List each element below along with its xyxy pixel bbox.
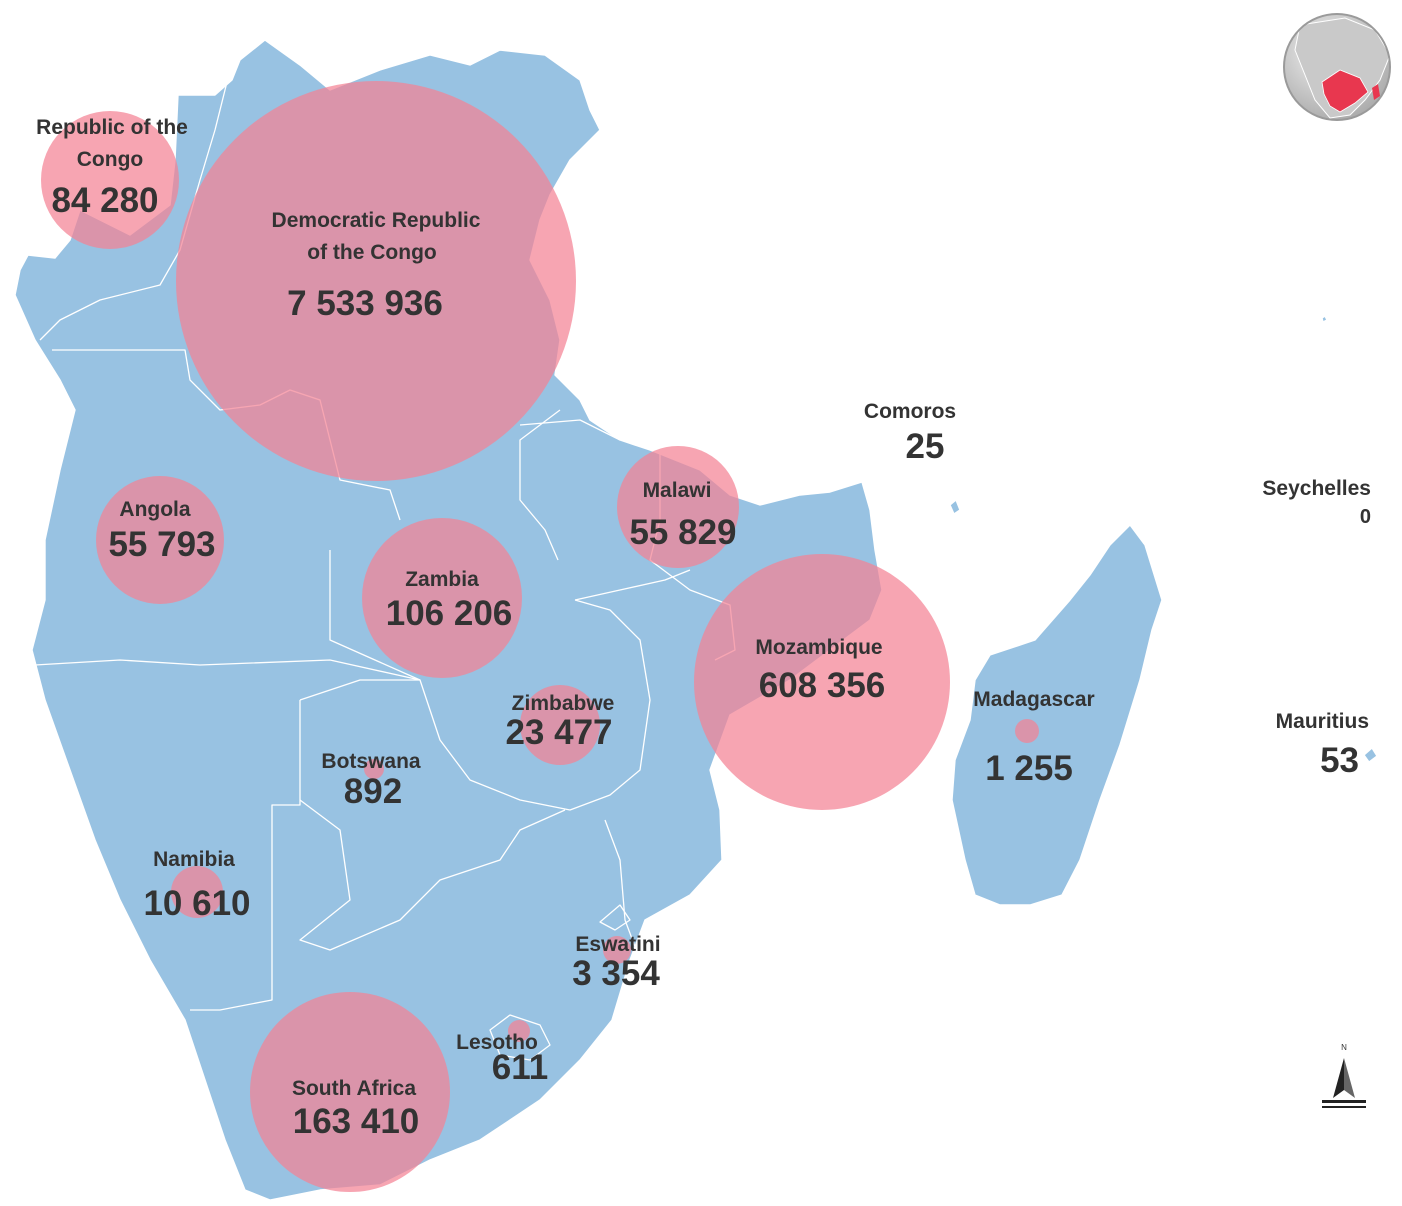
- label-congo-name-2: Congo: [77, 148, 143, 171]
- label-malawi-name: Malawi: [643, 479, 712, 502]
- label-botswana-value: 892: [344, 772, 402, 811]
- label-comoros-value: 25: [906, 427, 945, 466]
- label-eswatini-name: Eswatini: [575, 933, 660, 956]
- label-congo-name-1: Republic of the: [36, 116, 188, 139]
- madagascar-island: [951, 524, 1163, 906]
- label-comoros-name: Comoros: [864, 400, 956, 423]
- label-mozambique-name: Mozambique: [755, 636, 882, 659]
- globe-locator-icon: [1283, 13, 1391, 121]
- bubble-madagascar[interactable]: [1015, 719, 1039, 743]
- label-drc-value: 7 533 936: [287, 284, 443, 323]
- label-mauritius-name: Mauritius: [1276, 710, 1369, 733]
- bubble-zimbabwe[interactable]: [520, 685, 600, 765]
- label-angola-value: 55 793: [108, 525, 215, 564]
- comoros-island: [949, 499, 961, 515]
- bubble-eswatini[interactable]: [603, 936, 631, 964]
- label-south-africa-name: South Africa: [292, 1077, 416, 1100]
- label-lesotho-name: Lesotho: [456, 1031, 538, 1054]
- country-borders: [34, 69, 736, 1061]
- label-angola-name: Angola: [119, 498, 190, 521]
- bubble-angola[interactable]: [96, 476, 224, 604]
- label-seychelles-name: Seychelles: [1262, 477, 1371, 500]
- label-namibia-name: Namibia: [153, 848, 235, 871]
- bubble-drc[interactable]: [176, 81, 576, 481]
- bubble-zambia[interactable]: [362, 518, 522, 678]
- bubble-namibia[interactable]: [171, 866, 223, 918]
- label-mozambique-value: 608 356: [759, 666, 886, 705]
- label-zimbabwe-value: 23 477: [505, 713, 612, 752]
- bubble-layer: [41, 81, 1039, 1192]
- north-arrow-icon: N: [1322, 1043, 1366, 1108]
- label-zambia-name: Zambia: [405, 568, 479, 591]
- label-zambia-value: 106 206: [386, 594, 513, 633]
- label-drc-name-2: of the Congo: [307, 241, 436, 264]
- label-eswatini-value: 3 354: [572, 954, 660, 993]
- label-drc-name-1: Democratic Republic: [272, 209, 481, 232]
- seychelles-island: [1321, 315, 1328, 323]
- label-congo-value: 84 280: [51, 181, 158, 220]
- bubble-lesotho[interactable]: [508, 1020, 530, 1042]
- bubble-malawi[interactable]: [617, 446, 739, 568]
- bubble-mozambique[interactable]: [694, 554, 950, 810]
- bubble-botswana[interactable]: [364, 759, 384, 779]
- label-lesotho-value: 611: [492, 1048, 548, 1087]
- label-malawi-value: 55 829: [629, 513, 736, 552]
- mauritius-island: [1363, 747, 1378, 763]
- bubble-south-africa[interactable]: [250, 992, 450, 1192]
- label-madagascar-value: 1 255: [985, 749, 1073, 788]
- label-madagascar-name: Madagascar: [973, 688, 1094, 711]
- north-label: N: [1341, 1043, 1347, 1052]
- label-mauritius-value: 53: [1320, 741, 1359, 780]
- bubble-congo[interactable]: [41, 111, 179, 249]
- label-namibia-value: 10 610: [143, 884, 250, 923]
- label-seychelles-value: 0: [1360, 506, 1371, 528]
- labels-layer: Democratic Republic of the Congo 7 533 9…: [36, 116, 1371, 1141]
- label-botswana-name: Botswana: [321, 750, 421, 773]
- label-south-africa-value: 163 410: [293, 1102, 420, 1141]
- label-zimbabwe-name: Zimbabwe: [512, 692, 615, 715]
